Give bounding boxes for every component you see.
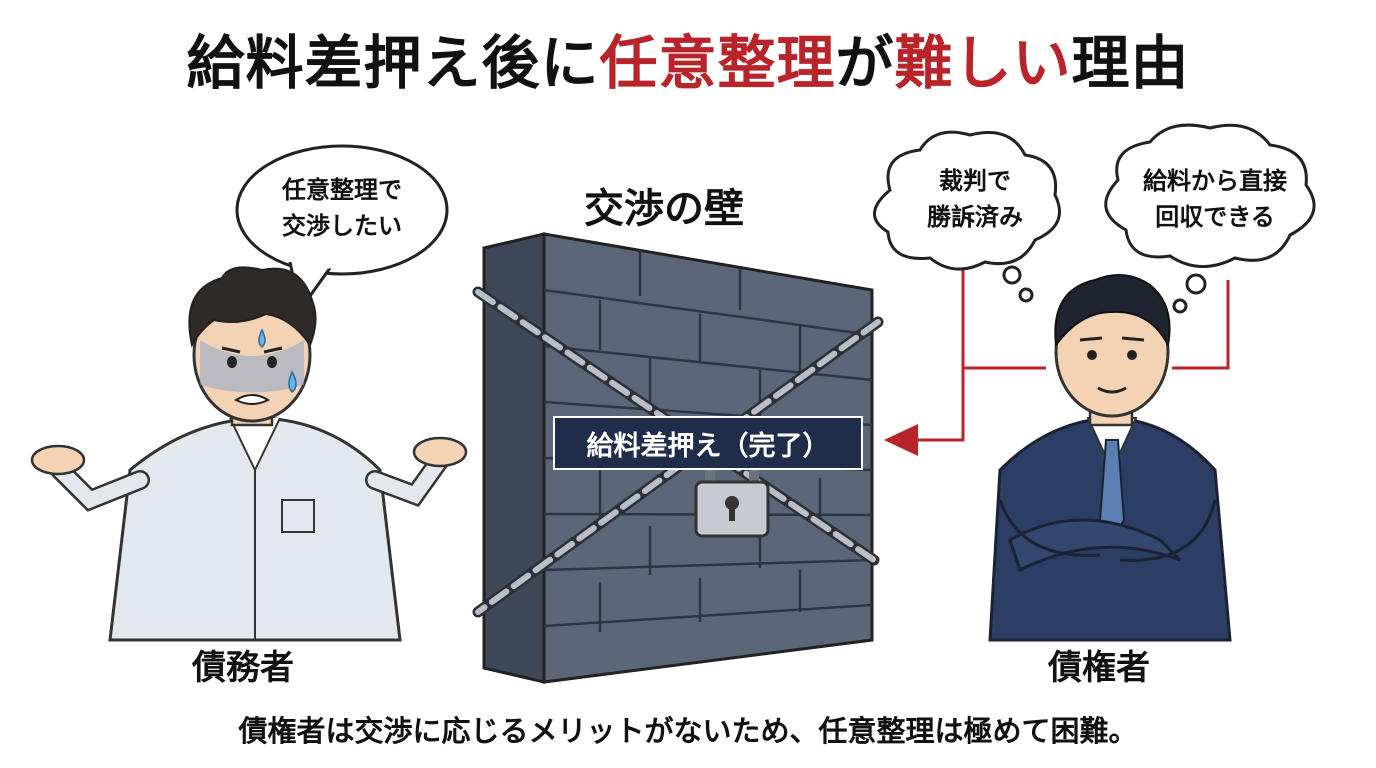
wall-label: 交渉の壁 xyxy=(584,186,744,232)
title-part-2: 任意整理 xyxy=(599,29,836,97)
debtor-label: 債務者 xyxy=(192,648,294,688)
creditor-thought-right-text: 給料から直接 回収できる xyxy=(1130,163,1300,235)
title-part-5: 理由 xyxy=(1071,29,1190,97)
debtor-speech-bubble xyxy=(235,144,449,312)
creditor-thought-right xyxy=(1104,123,1316,314)
sweat-drop-icon xyxy=(288,370,297,393)
debtor-speech-line-2: 交渉したい xyxy=(282,212,402,240)
title-part-3: が xyxy=(835,29,895,97)
creditor-thought-left xyxy=(873,130,1061,303)
title-part-1: 給料差押え後に xyxy=(186,29,600,97)
page-title: 給料差押え後に任意整理が難しい理由 xyxy=(0,28,1376,98)
debtor-speech-line-1: 任意整理で xyxy=(282,176,402,204)
creditor-figure xyxy=(988,274,1232,642)
arrow-left-icon xyxy=(884,424,918,456)
debtor-speech-text: 任意整理で 交渉したい xyxy=(262,172,422,244)
footer-caption: 債権者は交渉に応じるメリットがないため、任意整理は極めて困難。 xyxy=(238,714,1138,748)
creditor-thought-left-text: 裁判で 勝訴済み xyxy=(900,163,1050,235)
title-part-4: 難しい xyxy=(894,29,1072,97)
creditor-thought-right-line-2: 回収できる xyxy=(1155,203,1275,231)
creditor-label: 債権者 xyxy=(1048,648,1150,688)
creditor-thought-left-line-2: 勝訴済み xyxy=(927,203,1023,231)
garnishment-banner: 給料差押え（完了） xyxy=(553,416,863,470)
creditor-thought-left-line-1: 裁判で xyxy=(939,167,1011,195)
debtor-figure xyxy=(30,266,468,642)
connector-lines xyxy=(918,270,1230,442)
creditor-thought-right-line-1: 給料から直接 xyxy=(1143,167,1287,195)
